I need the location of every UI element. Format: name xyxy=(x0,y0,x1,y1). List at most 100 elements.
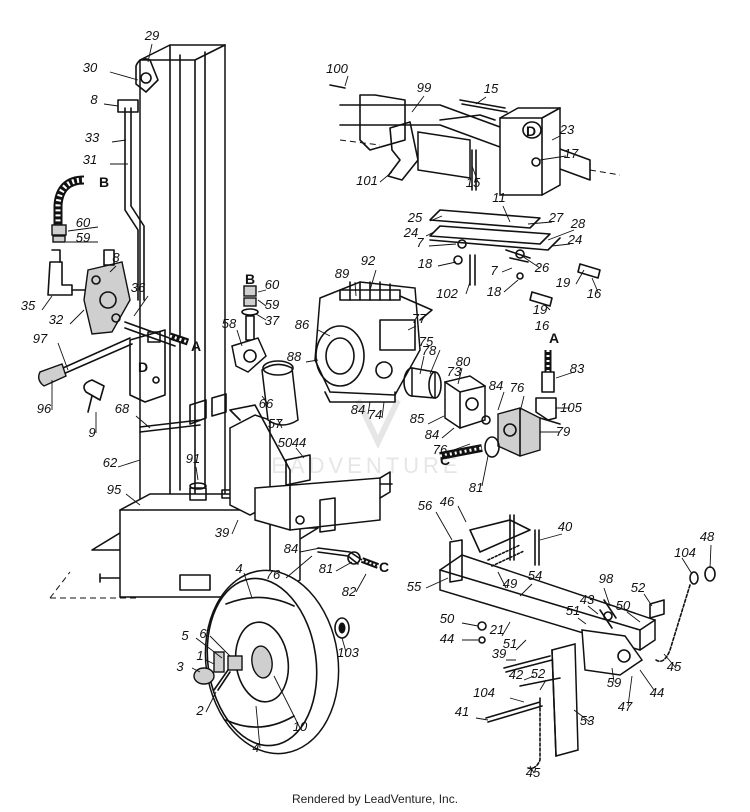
callout-76: 76 xyxy=(433,442,448,457)
callout-21: 21 xyxy=(489,622,504,637)
callout-59: 59 xyxy=(76,230,90,245)
watermark: LEADVENTURE xyxy=(255,398,462,478)
callout-59: 59 xyxy=(265,297,279,312)
beam-assembly: D xyxy=(329,84,621,307)
callout-39: 39 xyxy=(215,525,229,540)
callout-31: 31 xyxy=(83,152,97,167)
connection-letter-a: A xyxy=(191,338,201,354)
callout-4: 4 xyxy=(252,740,259,755)
callout-50: 50 xyxy=(616,598,631,613)
callout-43: 43 xyxy=(580,592,595,607)
callout-7: 7 xyxy=(490,263,498,278)
callout-16: 16 xyxy=(535,318,550,333)
callout-1: 1 xyxy=(196,648,203,663)
callout-52: 52 xyxy=(531,666,546,681)
callout-17: 17 xyxy=(564,146,579,161)
callout-40: 40 xyxy=(558,519,573,534)
callout-77: 77 xyxy=(412,311,427,326)
callout-102: 102 xyxy=(436,286,458,301)
callout-83: 83 xyxy=(570,361,585,376)
callout-27: 27 xyxy=(548,210,564,225)
callout-51: 51 xyxy=(503,636,517,651)
connection-letter-a: A xyxy=(549,330,559,346)
callout-2: 2 xyxy=(195,703,204,718)
hitch-assembly xyxy=(439,514,716,770)
callout-49: 49 xyxy=(503,576,517,591)
connection-letters: B A B A C C xyxy=(99,174,559,575)
callout-44: 44 xyxy=(440,631,454,646)
callout-9: 9 xyxy=(88,425,95,440)
callout-55: 55 xyxy=(407,579,422,594)
callout-100: 100 xyxy=(326,61,348,76)
callout-79: 79 xyxy=(556,424,570,439)
callout-4: 4 xyxy=(235,561,242,576)
callout-86: 86 xyxy=(295,317,310,332)
callout-30: 30 xyxy=(83,60,98,75)
callout-92: 92 xyxy=(361,253,376,268)
callout-8: 8 xyxy=(90,92,98,107)
callout-84: 84 xyxy=(351,402,365,417)
callout-15: 15 xyxy=(466,175,481,190)
callout-74: 74 xyxy=(368,407,382,422)
callout-59: 59 xyxy=(607,675,621,690)
callout-104: 104 xyxy=(674,545,696,560)
callout-78: 78 xyxy=(422,343,437,358)
callout-54: 54 xyxy=(528,568,542,583)
connection-letter-b: B xyxy=(99,174,109,190)
callout-39: 39 xyxy=(492,646,506,661)
callout-73: 73 xyxy=(447,364,462,379)
callout-76: 76 xyxy=(266,567,281,582)
control-valve xyxy=(37,249,176,413)
connection-letter-c: C xyxy=(440,452,450,468)
vertical-beam: D xyxy=(117,44,226,511)
callout-103: 103 xyxy=(337,645,359,660)
callout-52: 52 xyxy=(631,580,646,595)
callout-5: 5 xyxy=(181,628,189,643)
callout-3: 3 xyxy=(176,659,184,674)
callout-60: 60 xyxy=(265,277,280,292)
svg-text:D: D xyxy=(138,359,148,375)
spacer-blocks xyxy=(189,393,227,425)
callout-23: 23 xyxy=(559,122,575,137)
callout-45: 45 xyxy=(526,765,541,780)
hose-a-right xyxy=(535,350,557,421)
callout-42: 42 xyxy=(509,667,524,682)
callout-99: 99 xyxy=(417,80,431,95)
callout-7: 7 xyxy=(416,235,424,250)
callout-66: 66 xyxy=(259,396,274,411)
callout-44: 44 xyxy=(650,685,664,700)
callout-25: 25 xyxy=(407,210,423,225)
callout-84: 84 xyxy=(425,427,439,442)
callout-15: 15 xyxy=(484,81,499,96)
callout-11: 11 xyxy=(492,190,506,205)
callout-18: 18 xyxy=(418,256,433,271)
callout-19: 19 xyxy=(556,275,570,290)
filter-head xyxy=(231,285,299,426)
callout-26: 26 xyxy=(534,260,550,275)
callout-84: 84 xyxy=(284,541,298,556)
watermark-text: LEADVENTURE xyxy=(255,453,462,478)
callout-89: 89 xyxy=(335,266,349,281)
callout-58: 58 xyxy=(222,316,237,331)
callout-48: 48 xyxy=(700,529,715,544)
callout-81: 81 xyxy=(319,561,333,576)
callout-41: 41 xyxy=(455,704,469,719)
connection-letter-c: C xyxy=(379,559,389,575)
trailer-frame xyxy=(229,404,393,533)
callout-28: 28 xyxy=(570,216,586,231)
callout-24: 24 xyxy=(403,225,418,240)
callout-105: 105 xyxy=(560,400,582,415)
callout-97: 97 xyxy=(33,331,48,346)
callout-29: 29 xyxy=(144,28,159,43)
callout-85: 85 xyxy=(410,411,425,426)
hose-b-left xyxy=(47,175,89,296)
callout-18: 18 xyxy=(487,284,502,299)
footer-credit: Rendered by LeadVenture, Inc. xyxy=(291,792,459,806)
callout-50: 50 xyxy=(440,611,455,626)
leader-lines xyxy=(41,43,712,774)
svg-text:D: D xyxy=(526,123,536,139)
engine xyxy=(314,281,442,403)
callout-10: 10 xyxy=(293,719,308,734)
callout-60: 60 xyxy=(76,215,91,230)
connection-letter-b: B xyxy=(245,271,255,287)
